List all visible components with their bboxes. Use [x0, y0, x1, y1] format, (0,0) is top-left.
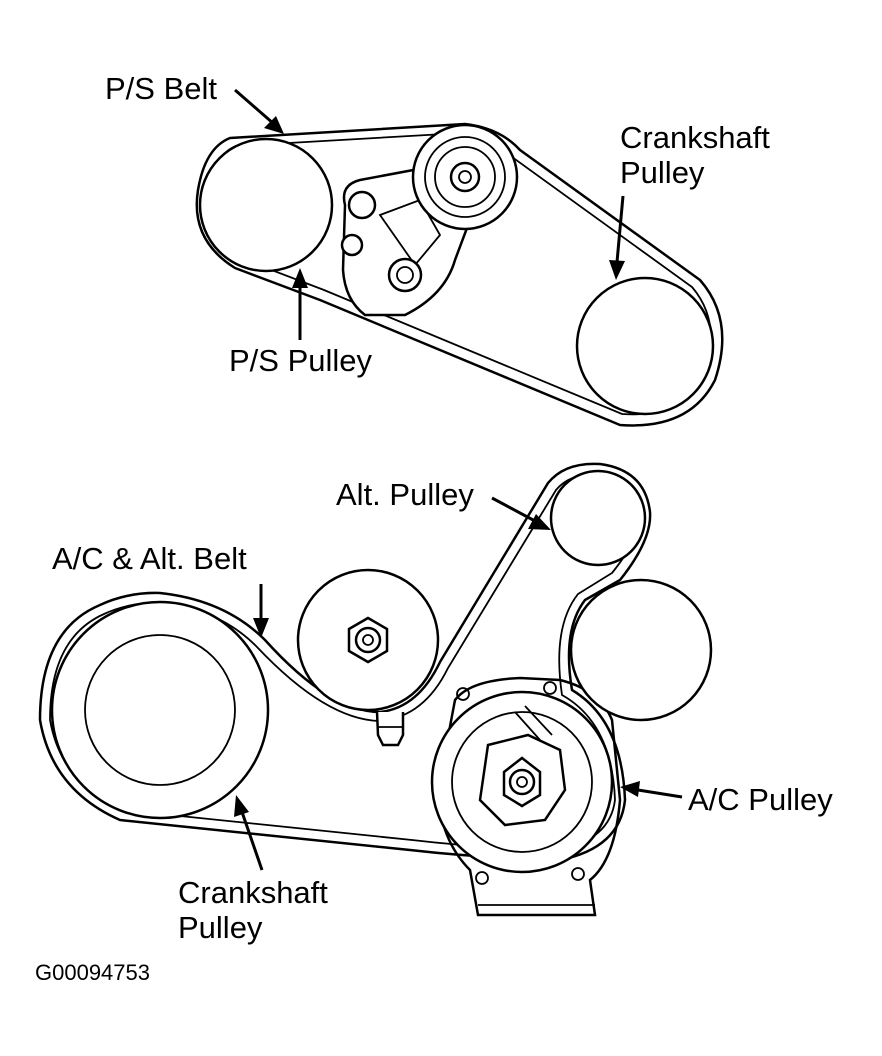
alt-pulley-arrow [491, 496, 551, 530]
right-pulley [569, 578, 713, 722]
alt-pulley-label: Alt. Pulley [336, 477, 474, 512]
ac-pulley [430, 690, 614, 874]
crankshaft-pulley-top-arrow [609, 195, 625, 280]
crankshaft-pulley-bottom-label-line1: Crankshaft [178, 875, 328, 910]
crankshaft-pulley-bottom [50, 600, 270, 820]
ac-alt-belt-diagram: Alt. Pulley A/C & Alt. Belt A/C Pulley C… [38, 462, 833, 945]
alternator-pulley [549, 469, 647, 567]
figure-code: G00094753 [35, 960, 150, 985]
crankshaft-pulley-bottom-label-line2: Pulley [178, 910, 263, 945]
ps-pulley [198, 137, 334, 273]
ac-pulley-label: A/C Pulley [688, 782, 833, 817]
ps-belt-arrow [234, 88, 284, 134]
ac-alt-belt-arrow [253, 584, 269, 638]
ac-alt-belt-label: A/C & Alt. Belt [52, 541, 247, 576]
crankshaft-pulley-bottom-arrow [234, 795, 264, 871]
ac-pulley-arrow [620, 781, 683, 799]
crankshaft-pulley-top-label-line2: Pulley [620, 155, 705, 190]
ps-belt-label: P/S Belt [105, 71, 217, 106]
crankshaft-pulley-top [575, 276, 715, 416]
ps-belt-diagram: P/S Belt P/S Pulley Crankshaft Pulley [105, 71, 770, 427]
ps-pulley-arrow [292, 268, 308, 340]
crankshaft-pulley-top-label-line1: Crankshaft [620, 120, 770, 155]
tensioner-bracket [340, 123, 519, 317]
ps-pulley-label: P/S Pulley [229, 343, 373, 378]
idler-pulley-bottom [296, 568, 440, 747]
